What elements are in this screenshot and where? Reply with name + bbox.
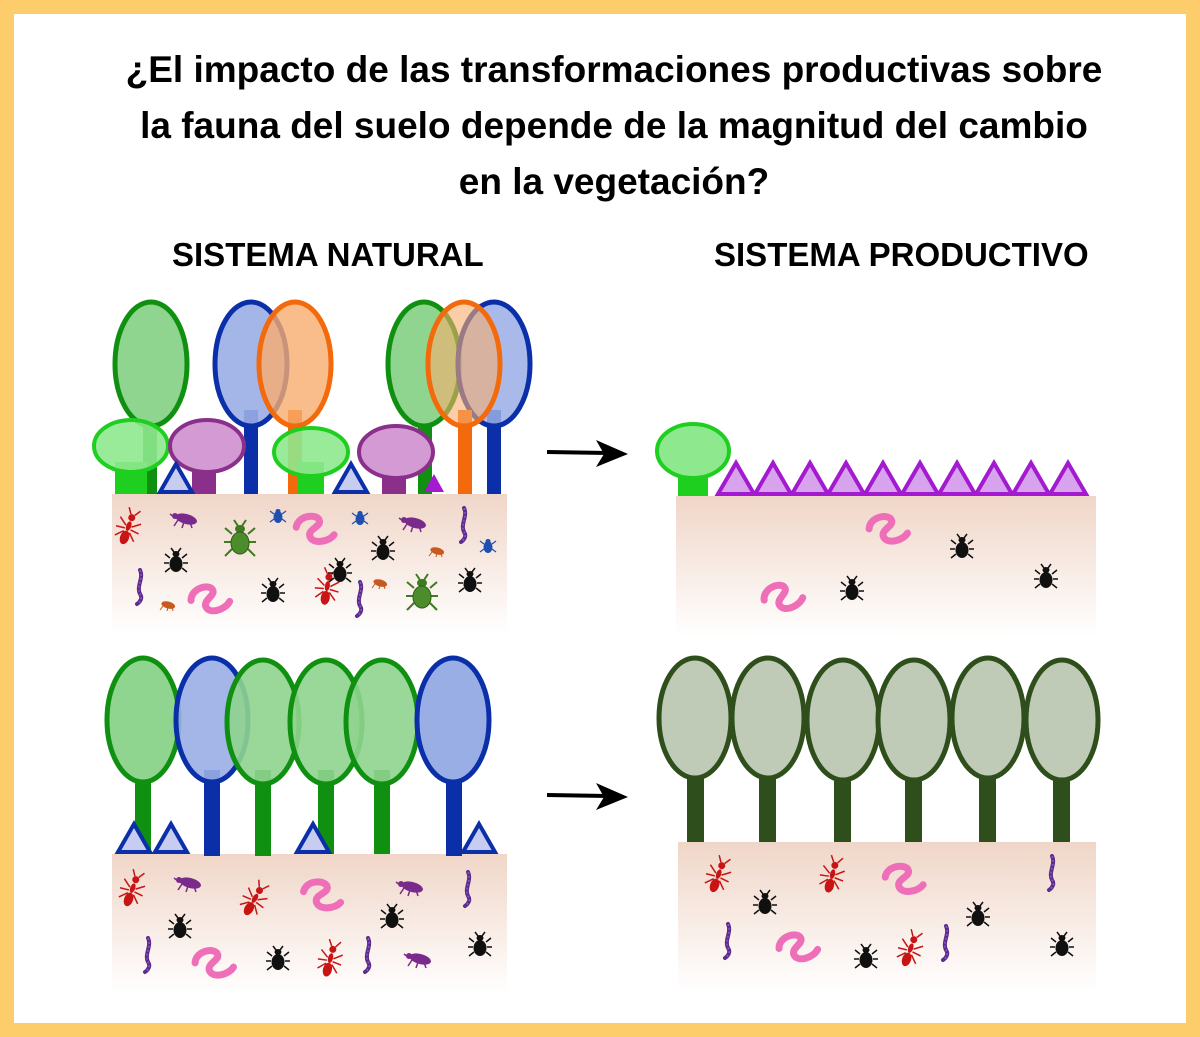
natural-forest-panel: [104, 655, 507, 994]
title-line-3: en la vegetación?: [458, 161, 770, 202]
title-line-2: la fauna del suelo depende de la magnitu…: [140, 105, 1088, 146]
soil-block: [112, 854, 507, 994]
shrub-light-green: [92, 418, 170, 474]
herb-triangle: [156, 459, 196, 494]
herb-triangle: [424, 474, 444, 492]
soil-block: [678, 842, 1096, 992]
tree-orange: [256, 299, 334, 429]
crop-triangles: [714, 459, 1090, 496]
arrow-right-icon: [546, 440, 628, 467]
productive-plantation-panel: [656, 655, 1101, 992]
natural-diverse-panel: [92, 299, 533, 634]
productive-system-label: SISTEMA PRODUCTIVO: [714, 236, 1089, 273]
productive-herbaceous-panel: [655, 422, 1096, 636]
herb-triangles: [114, 819, 499, 854]
title-line-1: ¿El impacto de las transformaciones prod…: [125, 49, 1103, 90]
plantation-trunks: [687, 770, 1070, 842]
shrub-purple: [357, 424, 435, 480]
tree-green: [112, 299, 190, 429]
herb-triangle: [331, 459, 371, 494]
tree-orange: [425, 299, 503, 429]
arrow-right-icon: [546, 783, 628, 810]
tree-blue: [414, 655, 492, 785]
diagram-title: ¿El impacto de las transformaciones prod…: [28, 42, 1200, 210]
tree-green: [343, 657, 421, 787]
shrub-light-green: [272, 426, 350, 478]
plantation-crowns: [656, 655, 1101, 783]
tree-green: [104, 655, 182, 785]
shrub-light-green: [655, 422, 731, 480]
natural-system-label: SISTEMA NATURAL: [172, 236, 484, 273]
shrub-purple: [168, 418, 246, 474]
